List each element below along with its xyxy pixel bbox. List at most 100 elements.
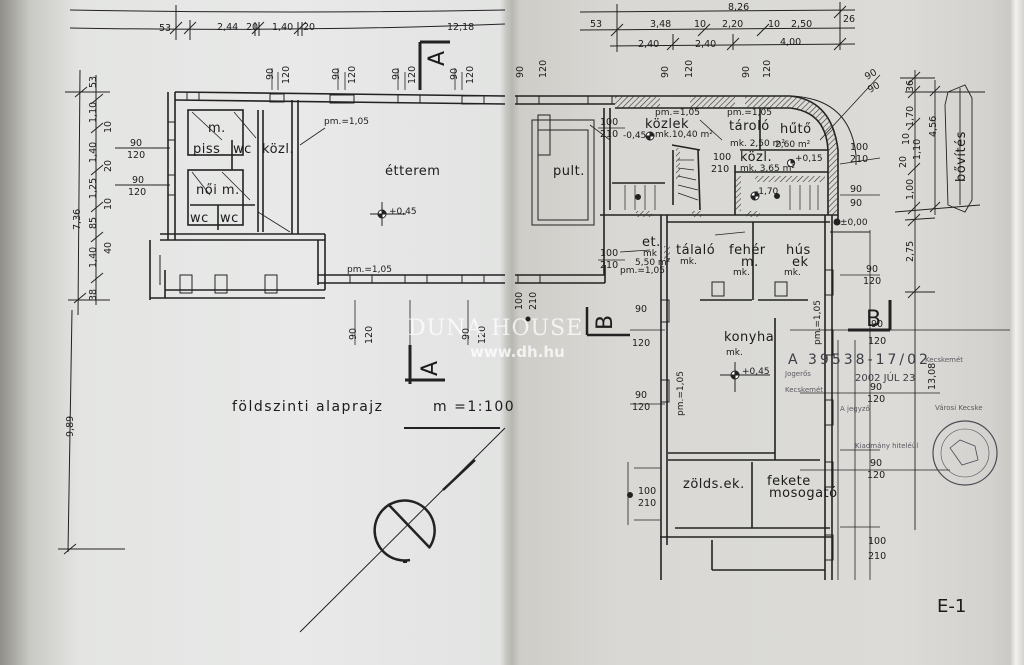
svg-text:100: 100: [868, 536, 886, 547]
dim-label: 3,48: [650, 19, 671, 30]
svg-text:90: 90: [132, 175, 144, 186]
svg-text:2,75: 2,75: [905, 241, 916, 262]
svg-text:100: 100: [638, 486, 656, 497]
room-label-kozl2: közl.: [740, 150, 772, 165]
svg-text:210: 210: [868, 551, 886, 562]
drawing-title: földszinti alaprajz: [232, 399, 384, 415]
room-label-fekete: fekete: [767, 474, 811, 489]
svg-text:A jegyző: A jegyző: [840, 404, 870, 413]
dim-label: 4,00: [780, 37, 801, 48]
window-marks-right: [516, 95, 834, 561]
svg-text:Kecskemét: Kecskemét: [925, 356, 963, 364]
svg-text:210: 210: [528, 292, 539, 310]
svg-text:120: 120: [684, 60, 695, 78]
room-label-zoldseg: zölds.ek.: [683, 477, 745, 492]
svg-text:7,36: 7,36: [72, 209, 83, 230]
level-label: +0,15: [795, 154, 823, 164]
room-label-hus-2: ek: [792, 255, 809, 270]
svg-text:120: 120: [632, 338, 650, 349]
svg-text:210: 210: [711, 164, 729, 175]
dim-label: 2,50: [791, 19, 812, 30]
level-label: -1,70: [755, 187, 779, 197]
svg-text:90: 90: [871, 319, 883, 330]
dim-label: 53: [159, 23, 171, 34]
svg-text:90: 90: [130, 138, 142, 149]
dim-label: 2,40: [638, 39, 659, 50]
svg-text:85: 85: [88, 217, 99, 229]
svg-text:1,10: 1,10: [912, 139, 923, 160]
svg-text:90: 90: [331, 68, 342, 80]
section-marker-a-bottom: [405, 345, 445, 384]
dim-label: 10: [694, 19, 706, 30]
level-marker-konyha: [720, 362, 770, 392]
svg-text:100: 100: [600, 117, 618, 128]
top-dimension-left: [69, 5, 506, 40]
svg-text:13,08: 13,08: [927, 363, 938, 390]
drawing-scale: m =1:100: [433, 399, 515, 415]
left-dimension-labels: 53 1,10 10 1,40 20 1,25 10 85 40 1,40 38…: [65, 76, 114, 437]
parapet-label: pm.=1,05: [620, 266, 665, 276]
svg-text:120: 120: [465, 66, 476, 84]
svg-text:38: 38: [88, 289, 99, 301]
sheet-id: E-1: [937, 596, 966, 617]
svg-text:9,89: 9,89: [65, 416, 76, 437]
svg-text:Kiadmány hiteléül: Kiadmány hiteléül: [855, 442, 918, 450]
svg-text:90: 90: [866, 80, 882, 96]
parapet-label: pm.=1,05: [324, 117, 369, 127]
room-label-kozl: közl.: [262, 142, 294, 157]
svg-text:100: 100: [514, 292, 525, 310]
svg-text:120: 120: [632, 402, 650, 413]
svg-text:120: 120: [863, 276, 881, 287]
svg-text:120: 120: [281, 66, 292, 84]
svg-text:90: 90: [741, 66, 752, 78]
parapet-label: pm.=1,05: [813, 300, 823, 345]
hatched-walls: [615, 96, 838, 262]
svg-text:90: 90: [850, 184, 862, 195]
opening-lead-lines-right: [589, 74, 1010, 580]
svg-text:90: 90: [866, 264, 878, 275]
room-label-tarolo: tároló: [729, 119, 770, 134]
orientation-line: [299, 427, 506, 633]
svg-text:40: 40: [103, 242, 114, 254]
room-label-wc: wc: [190, 211, 209, 226]
svg-text:120: 120: [128, 187, 146, 198]
dim-label: 20: [246, 22, 258, 33]
room-label-noi: női m.: [196, 183, 240, 198]
room-area: mk. 2,50 m²: [730, 139, 785, 149]
svg-text:90: 90: [660, 66, 671, 78]
svg-text:Városi Kecske: Városi Kecske: [935, 404, 983, 412]
svg-text:53: 53: [88, 76, 99, 88]
opening-labels-left: 90 120 90 120 90 120 90 120 90 120 90 12…: [127, 66, 488, 344]
svg-text:120: 120: [762, 60, 773, 78]
section-label-a: A: [425, 51, 450, 66]
svg-text:2002 JÚL 23: 2002 JÚL 23: [855, 371, 915, 384]
approval-stamp: [932, 420, 998, 486]
svg-text:120: 120: [127, 150, 145, 161]
parapet-label: pm.=1,05: [347, 265, 392, 275]
section-marker-b: [848, 300, 892, 332]
dim-label: 26: [843, 14, 855, 25]
dim-label: 2,40: [695, 39, 716, 50]
room-label-kozlek: közlek: [645, 117, 689, 132]
room-mk: mk.: [733, 268, 750, 278]
parapet-label: pm.=1,05: [655, 108, 700, 118]
watermark-url: www.dh.hu: [470, 343, 565, 361]
section-marker-mid: [585, 307, 630, 337]
svg-text:1,40: 1,40: [88, 142, 99, 163]
svg-text:90: 90: [863, 67, 879, 83]
svg-text:210: 210: [850, 154, 868, 165]
svg-text:100: 100: [600, 248, 618, 259]
svg-text:1,10: 1,10: [88, 102, 99, 123]
svg-text:120: 120: [538, 60, 549, 78]
section-marker-a-top: [418, 40, 450, 90]
svg-text:90: 90: [348, 328, 359, 340]
svg-text:90: 90: [449, 68, 460, 80]
watermark-brand: DUNA HOUSE: [408, 316, 583, 341]
room-label-etterem: étterem: [385, 164, 440, 179]
room-area: 5,50 m²: [635, 258, 671, 268]
room-mk: mk: [643, 249, 658, 259]
svg-text:20: 20: [898, 156, 909, 168]
room-area: 2,60 m²: [775, 140, 811, 150]
parapet-label: pm.=1,05: [676, 371, 686, 416]
svg-text:90: 90: [461, 328, 472, 340]
